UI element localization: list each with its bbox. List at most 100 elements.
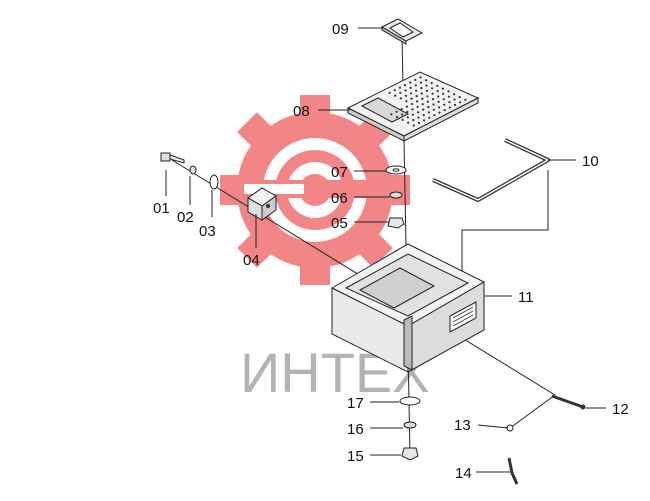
perforation-hole — [431, 87, 434, 90]
label-03: 03 — [199, 223, 216, 240]
perforation-hole — [411, 108, 414, 111]
part-05-nut — [387, 217, 405, 229]
part-02-spring-washer — [189, 165, 197, 175]
perforation-hole — [421, 97, 424, 100]
perforation-hole — [414, 78, 417, 81]
part-01-bolt — [160, 152, 185, 164]
perforation-hole — [410, 97, 413, 100]
part-16-spring-washer — [403, 421, 417, 429]
callout-labels: 09 08 07 06 05 10 11 12 13 14 17 16 15 0… — [153, 21, 629, 482]
perforation-hole — [422, 108, 425, 111]
label-15: 15 — [347, 448, 364, 465]
perforation-hole — [415, 89, 418, 92]
perforation-hole — [432, 108, 435, 111]
perforation-hole — [443, 103, 446, 106]
label-08: 08 — [293, 103, 310, 120]
label-12: 12 — [612, 401, 629, 418]
callout-leaders — [165, 27, 606, 473]
perforation-hole — [420, 92, 423, 95]
perforation-hole — [404, 89, 407, 92]
perforation-hole — [428, 116, 431, 119]
perforation-hole — [453, 98, 456, 101]
perforation-hole — [416, 100, 419, 103]
part-04-bracket — [247, 187, 277, 221]
perforation-hole — [420, 87, 423, 90]
part-06-spring-washer — [389, 191, 403, 199]
label-09: 09 — [332, 21, 349, 38]
label-17: 17 — [347, 395, 364, 412]
perforation-hole — [412, 119, 415, 122]
perforation-hole — [443, 109, 446, 112]
perforation-hole — [433, 114, 436, 117]
perforation-hole — [395, 110, 398, 113]
perforation-hole — [442, 92, 445, 95]
perforation-hole — [406, 110, 409, 113]
label-06: 06 — [331, 190, 348, 207]
perforation-hole — [437, 95, 440, 98]
perforation-hole — [419, 81, 422, 84]
perforation-hole — [409, 86, 412, 89]
perforation-hole — [406, 116, 409, 119]
perforation-hole — [431, 92, 434, 95]
perforation-hole — [426, 95, 429, 98]
perforation-hole — [412, 124, 415, 127]
perforation-hole — [394, 94, 397, 97]
perforation-hole — [417, 111, 420, 114]
perforation-hole — [422, 113, 425, 117]
perforation-hole — [425, 79, 428, 82]
perforation-hole — [407, 121, 410, 124]
perforation-hole — [430, 81, 433, 85]
perforation-hole — [417, 121, 421, 124]
perforation-hole — [464, 98, 467, 101]
part-10-wire-frame — [432, 138, 550, 202]
perforation-hole — [441, 87, 444, 90]
perforation-hole — [388, 91, 391, 94]
perforation-hole — [399, 91, 402, 95]
perforation-hole — [425, 84, 428, 87]
perforation-hole — [417, 116, 420, 119]
perforation-hole — [437, 100, 440, 103]
part-08-perforated-panel — [346, 71, 480, 142]
label-11: 11 — [518, 289, 534, 306]
part-12-pin — [551, 394, 586, 410]
perforation-hole — [447, 90, 450, 93]
perforation-hole — [401, 118, 404, 121]
perforation-hole — [458, 95, 461, 99]
perforation-hole — [427, 105, 430, 109]
perforation-hole — [453, 93, 456, 96]
label-10: 10 — [582, 153, 599, 170]
perforation-hole — [415, 95, 418, 98]
label-07: 07 — [331, 164, 348, 181]
perforation-hole — [400, 108, 403, 111]
perforation-hole — [436, 84, 439, 87]
perforation-hole — [393, 89, 396, 92]
perforation-hole — [390, 113, 393, 116]
perforation-hole — [459, 101, 462, 104]
perforation-hole — [414, 84, 417, 87]
perforation-hole — [448, 101, 451, 104]
perforation-hole — [431, 98, 435, 101]
perforation-hole — [416, 105, 419, 108]
label-16: 16 — [347, 421, 364, 438]
perforation-hole — [403, 84, 407, 87]
perforation-hole — [398, 86, 401, 89]
perforation-hole — [436, 90, 439, 93]
label-04: 04 — [243, 252, 260, 269]
perforation-hole — [427, 111, 430, 114]
perforation-hole — [447, 95, 450, 98]
perforation-hole — [401, 113, 404, 116]
part-15-nut — [401, 447, 419, 461]
perforation-hole — [411, 113, 414, 116]
part-09-cover-plate — [380, 18, 424, 45]
label-02: 02 — [177, 209, 194, 226]
perforation-hole — [448, 106, 451, 109]
perforation-hole — [421, 103, 424, 106]
perforation-hole — [410, 102, 414, 106]
perforation-hole — [405, 100, 408, 103]
perforation-hole — [432, 103, 435, 106]
perforation-hole — [409, 81, 412, 84]
part-07-washer — [385, 165, 407, 175]
label-14: 14 — [455, 465, 472, 482]
part-11-box-body — [330, 243, 486, 373]
